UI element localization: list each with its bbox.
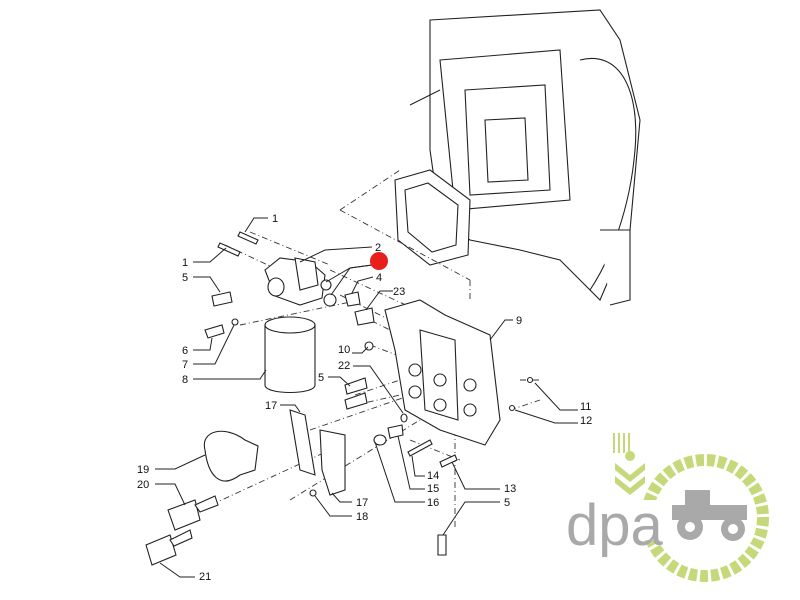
callout-5a[interactable]: 5 [182,272,188,284]
callout-19[interactable]: 19 [137,464,149,476]
dpa-logo: dpa [566,433,769,582]
callout-1b[interactable]: 1 [182,257,188,269]
callout-21[interactable]: 21 [199,571,211,583]
control-valve-block [364,299,534,446]
callout-12[interactable]: 12 [580,415,592,427]
tractor-icon [672,490,747,541]
wheat-icon [613,433,645,495]
transmission-housing [409,9,641,306]
bolts [204,231,375,339]
valve-cover-plate [394,169,471,266]
callout-labels: 1 1 5 2 4 23 9 10 22 5 17 11 12 14 15 13… [137,213,592,583]
callout-15[interactable]: 15 [427,483,439,495]
callout-22[interactable]: 22 [338,360,350,372]
logo-text: dpa [566,493,664,558]
fittings [344,377,458,556]
callout-4[interactable]: 4 [376,272,382,284]
oil-filter [264,316,316,393]
callout-17b[interactable]: 17 [356,497,368,509]
highlight-marker[interactable] [370,252,388,270]
callout-2[interactable]: 2 [375,242,381,254]
leader-lines [155,217,578,578]
callout-1a[interactable]: 1 [272,213,278,225]
filter-head [264,257,326,306]
callout-11[interactable]: 11 [580,401,591,413]
callout-5b[interactable]: 5 [318,372,324,384]
callout-5c[interactable]: 5 [504,497,510,509]
callout-10[interactable]: 10 [338,344,350,356]
callout-16[interactable]: 16 [427,497,439,509]
callout-17a[interactable]: 17 [265,400,277,412]
callout-13[interactable]: 13 [504,483,516,495]
accumulator [145,430,259,566]
callout-8[interactable]: 8 [182,374,188,386]
gaskets [289,409,346,497]
callout-20[interactable]: 20 [137,479,149,491]
callout-18[interactable]: 18 [356,511,368,523]
callout-9[interactable]: 9 [516,315,522,327]
callout-7[interactable]: 7 [182,359,188,371]
callout-23[interactable]: 23 [393,286,405,298]
callout-6[interactable]: 6 [182,345,188,357]
callout-14[interactable]: 14 [427,470,439,482]
